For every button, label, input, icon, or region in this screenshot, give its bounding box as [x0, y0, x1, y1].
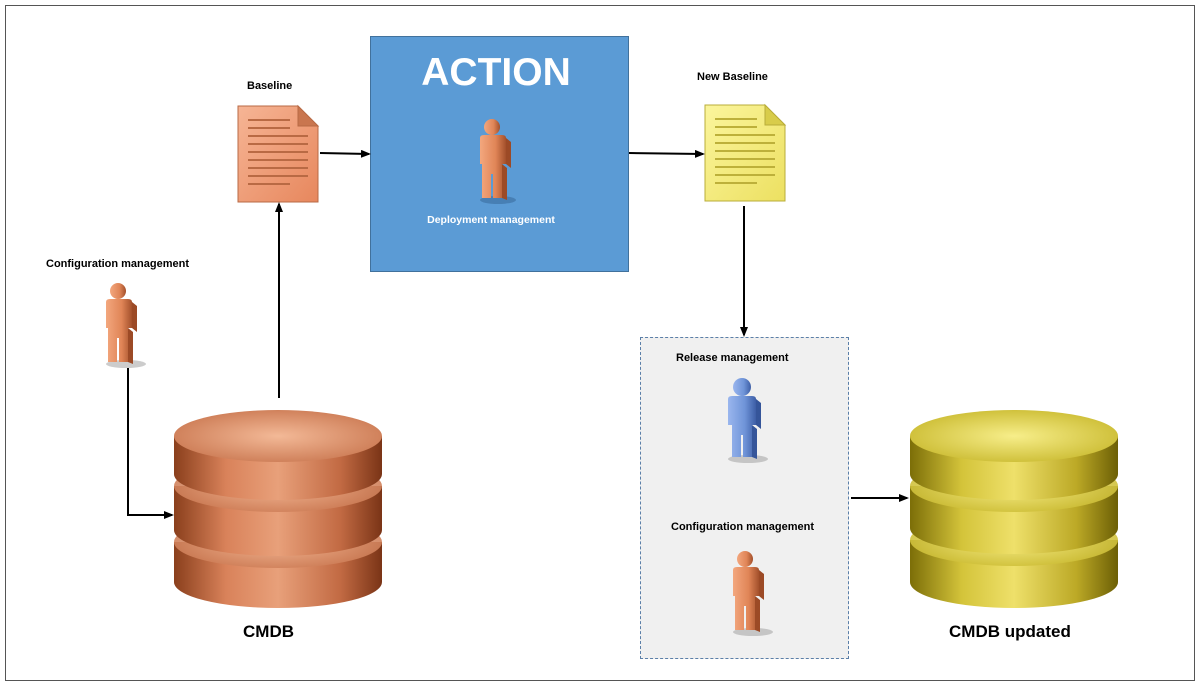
release-person-icon	[728, 378, 768, 463]
config-management-label-left: Configuration management	[46, 258, 190, 270]
arrow-config-to-cmdb	[127, 368, 174, 519]
new-baseline-label: New Baseline	[697, 71, 768, 83]
action-box: ACTION Deployment management	[370, 36, 629, 272]
baseline-document-icon	[237, 104, 320, 203]
deployment-person-icon	[480, 119, 516, 204]
config-management-label-release: Configuration management	[671, 521, 815, 533]
arrow-action-to-newbaseline	[628, 149, 705, 158]
action-title: ACTION	[421, 51, 571, 94]
new-baseline-document-icon	[704, 103, 787, 202]
action-subtitle: Deployment management	[427, 214, 555, 226]
cmdb-label: CMDB	[243, 622, 294, 641]
cmdb-database-icon	[174, 410, 382, 608]
baseline-label: Baseline	[247, 80, 293, 92]
cmdb-updated-label: CMDB updated	[949, 622, 1071, 641]
config-person-icon-release	[733, 551, 773, 636]
arrow-baseline-to-action	[319, 149, 371, 158]
cmdb-updated-database-icon	[910, 410, 1118, 608]
config-person-icon-left	[106, 283, 146, 368]
release-management-label: Release management	[676, 352, 789, 364]
